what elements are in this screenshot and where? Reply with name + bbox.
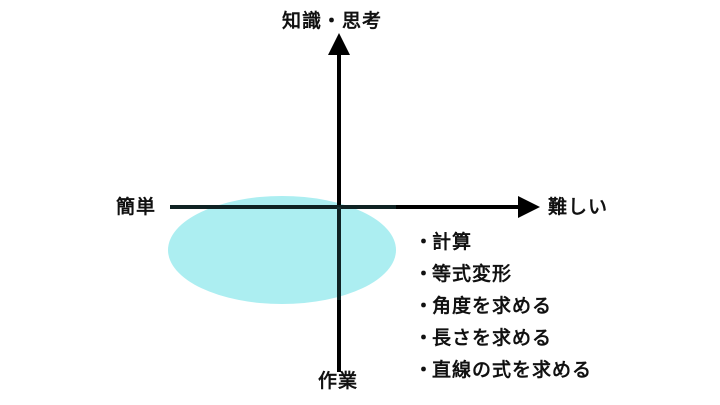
- topic-label: 長さを求める: [432, 327, 553, 349]
- bullet-icon: ・: [414, 359, 435, 381]
- bullet-icon: ・: [414, 295, 435, 317]
- bullet-icon: ・: [414, 263, 435, 285]
- list-item: ・長さを求める: [414, 322, 592, 354]
- axis-label-top: 知識・思考: [282, 10, 383, 32]
- list-item: ・等式変形: [414, 258, 592, 290]
- right-arrowhead-icon: [518, 196, 540, 218]
- axis-label-bottom: 作業: [318, 370, 359, 392]
- list-item: ・角度を求める: [414, 290, 592, 322]
- axis-label-right: 難しい: [548, 196, 609, 218]
- bullet-icon: ・: [414, 327, 435, 349]
- topic-label: 角度を求める: [432, 295, 553, 317]
- highlight-region: [168, 196, 396, 304]
- topic-list: ・計算 ・等式変形 ・角度を求める ・長さを求める ・直線の式を求める: [414, 226, 592, 386]
- bullet-icon: ・: [414, 231, 435, 253]
- list-item: ・計算: [414, 226, 592, 258]
- topic-label: 等式変形: [432, 263, 513, 285]
- up-arrowhead-icon: [328, 33, 350, 55]
- list-item: ・直線の式を求める: [414, 354, 592, 386]
- topic-label: 直線の式を求める: [432, 359, 593, 381]
- topic-label: 計算: [432, 231, 473, 253]
- axis-label-left: 簡単: [116, 196, 157, 218]
